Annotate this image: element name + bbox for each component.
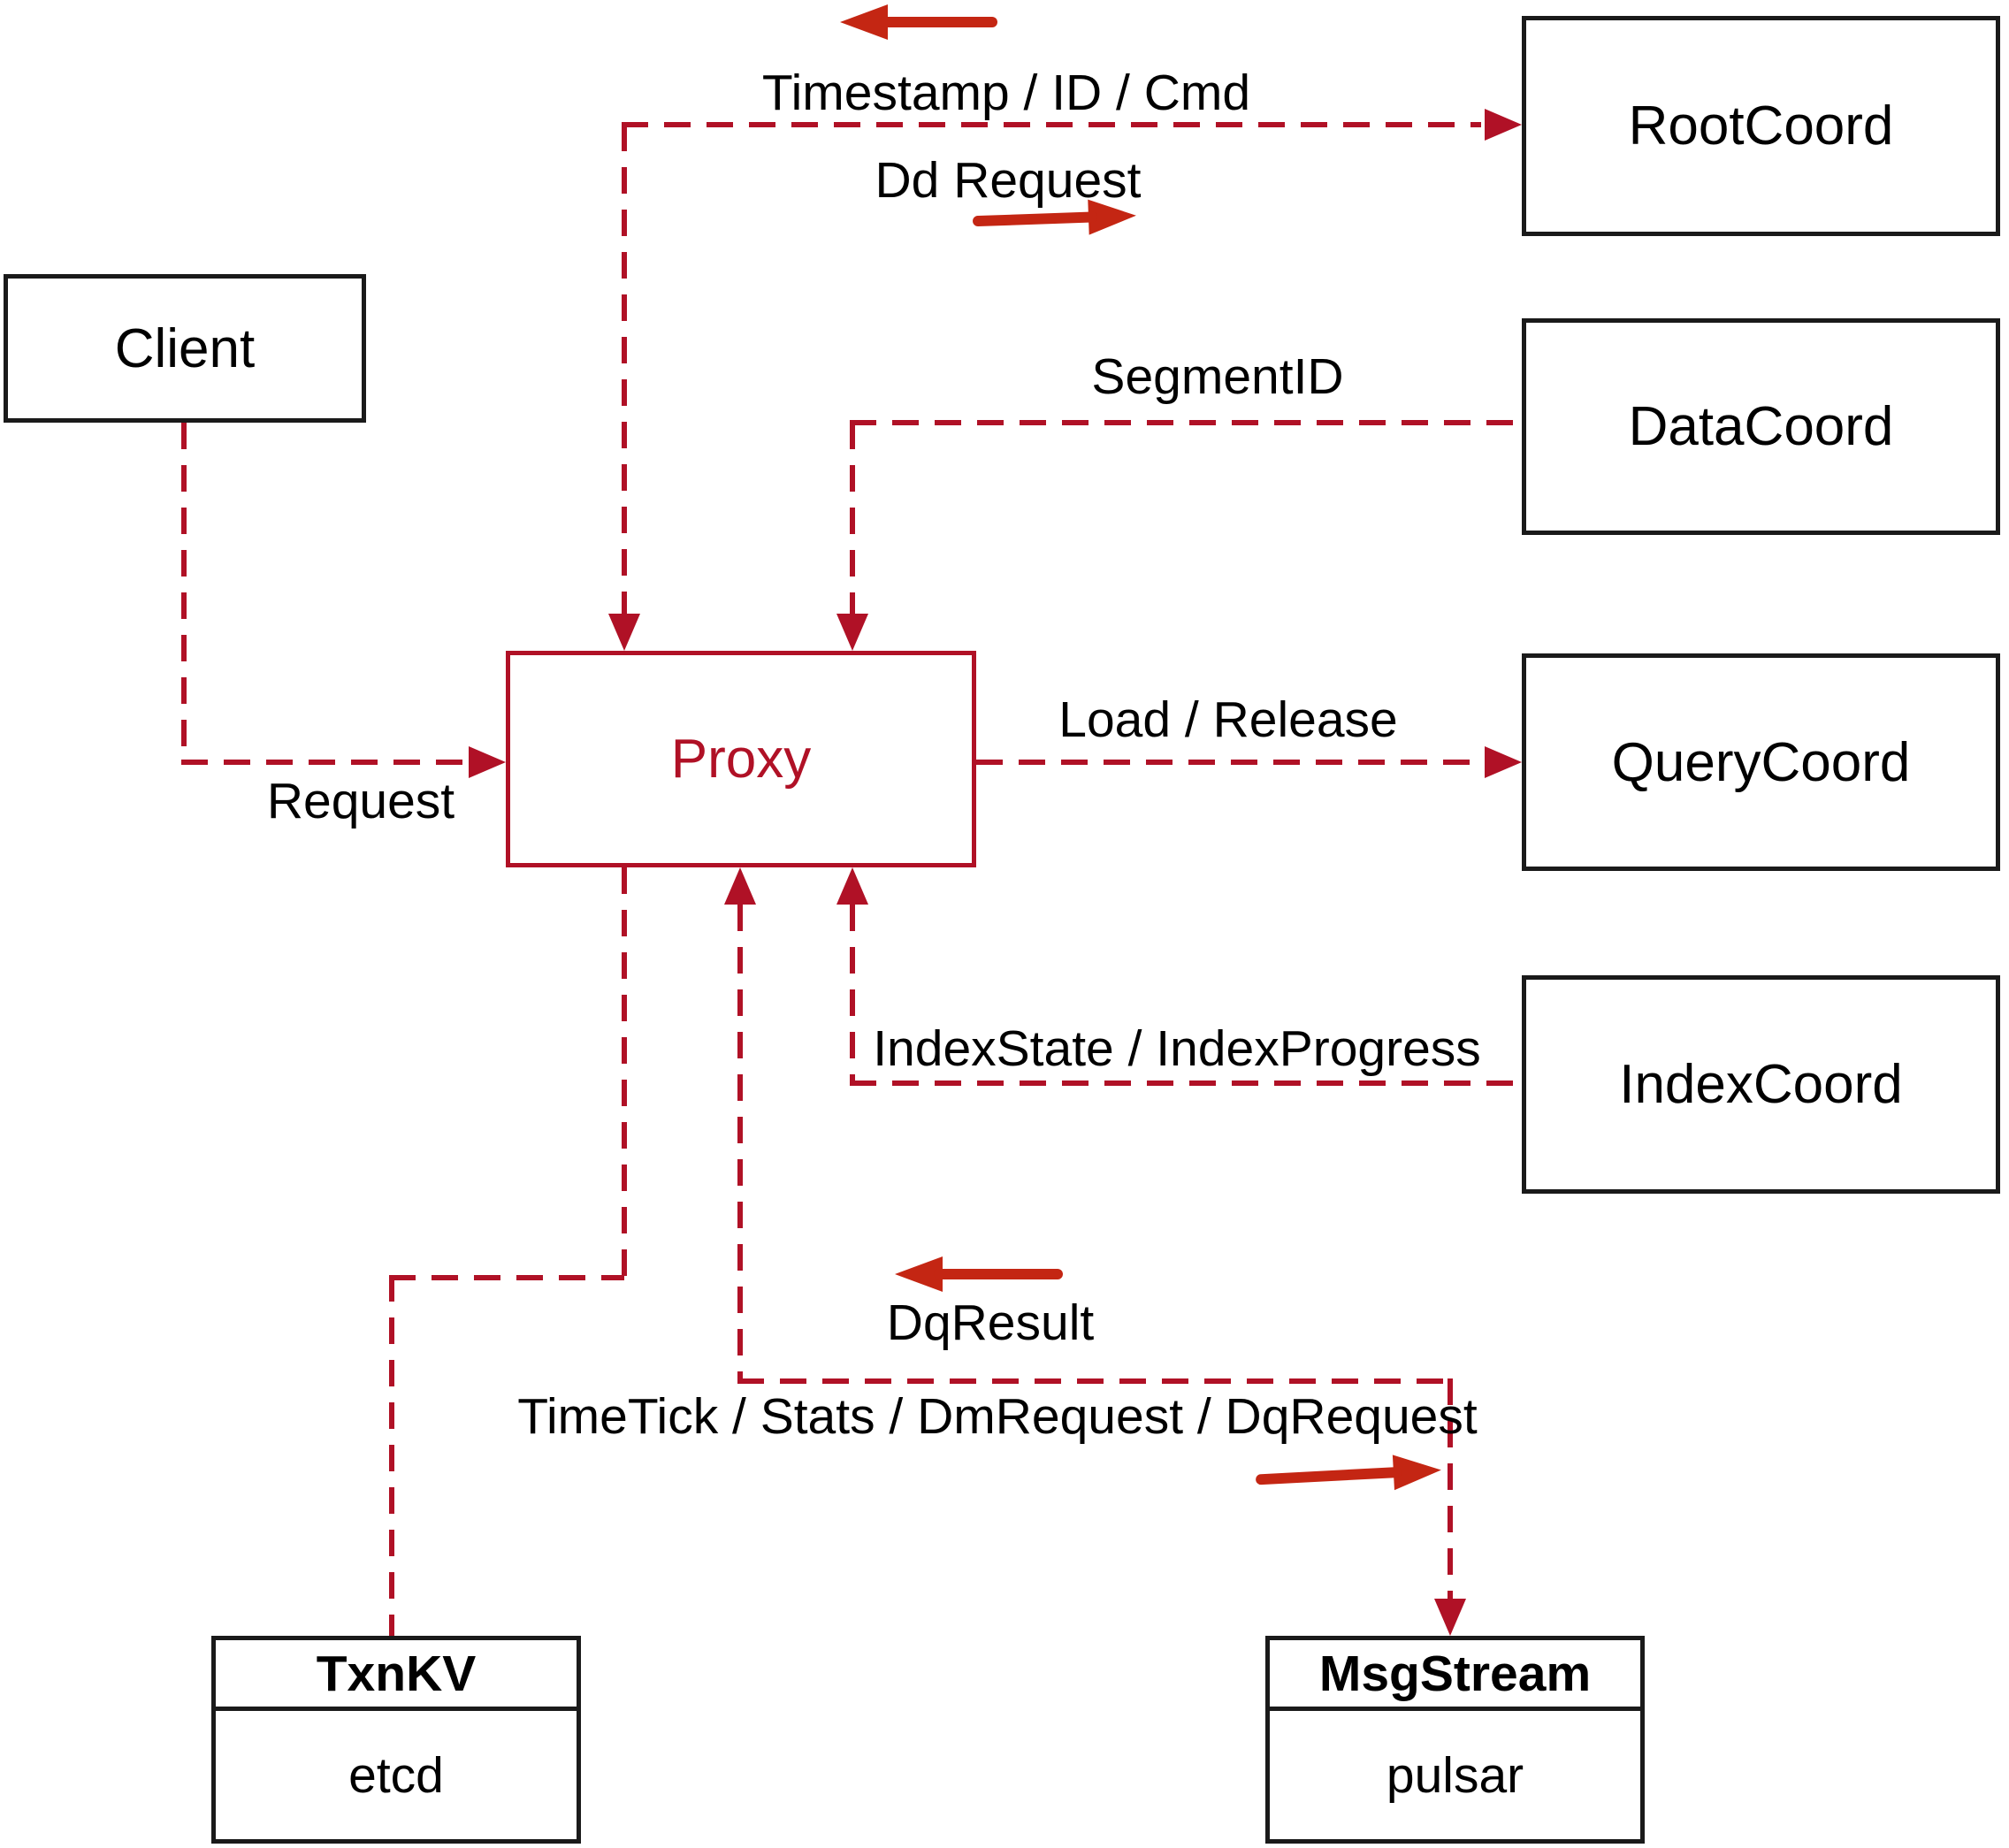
indexcoord-proxy-line-horizontal bbox=[850, 1081, 1522, 1086]
datacoord-proxy-line-horizontal bbox=[850, 420, 1522, 425]
arrow-down-icon bbox=[836, 614, 868, 651]
timestamp-return-arrow bbox=[840, 4, 997, 40]
proxy-msgstream-line-vertical-lower bbox=[1448, 1378, 1453, 1599]
client-proxy-line-vertical bbox=[181, 423, 187, 762]
proxy-querycoord-line-horizontal bbox=[976, 760, 1483, 765]
datacoord-proxy-line-vertical bbox=[850, 423, 855, 617]
datacoord-node: DataCoord bbox=[1522, 318, 2000, 535]
txnkv-node-subtitle: etcd bbox=[348, 1746, 444, 1804]
proxy-txnkv-line-vertical-lower bbox=[389, 1275, 394, 1636]
arrow-down-icon bbox=[608, 614, 640, 651]
arrow-down-icon bbox=[1434, 1599, 1466, 1636]
arrow-tail bbox=[879, 17, 997, 27]
querycoord-node: QueryCoord bbox=[1522, 653, 2000, 871]
proxy-node-label: Proxy bbox=[670, 729, 812, 790]
txnkv-node: TxnKV etcd bbox=[211, 1636, 581, 1844]
proxy-node: Proxy bbox=[506, 651, 976, 867]
proxy-rootcoord-line-vertical bbox=[622, 125, 627, 617]
rootcoord-node: RootCoord bbox=[1522, 16, 2000, 236]
proxy-txnkv-line-horizontal bbox=[389, 1275, 624, 1280]
arrow-right-icon bbox=[469, 746, 506, 778]
arrow-tail bbox=[972, 211, 1098, 227]
edge-label-dd-request: Dd Request bbox=[875, 152, 1142, 209]
txnkv-node-title: TxnKV bbox=[216, 1640, 577, 1711]
proxy-rootcoord-line-horizontal bbox=[622, 122, 1481, 127]
arrow-tail bbox=[934, 1269, 1063, 1279]
indexcoord-proxy-line-vertical bbox=[850, 905, 855, 1083]
arrow-up-icon bbox=[836, 867, 868, 905]
edge-label-index-state-progress: IndexState / IndexProgress bbox=[873, 1020, 1481, 1077]
dqresult-arrow bbox=[895, 1256, 1063, 1292]
client-node-label: Client bbox=[114, 317, 256, 379]
edge-label-dq-result: DqResult bbox=[886, 1294, 1095, 1351]
proxy-msgstream-line-horizontal bbox=[737, 1378, 1453, 1384]
msgstream-node-title: MsgStream bbox=[1270, 1640, 1640, 1711]
edge-label-request: Request bbox=[266, 773, 455, 829]
rootcoord-node-label: RootCoord bbox=[1628, 95, 1894, 157]
arrow-tail bbox=[1255, 1466, 1403, 1485]
indexcoord-node-label: IndexCoord bbox=[1619, 1054, 1903, 1115]
edge-label-load-release: Load / Release bbox=[1058, 691, 1398, 748]
arrow-right-icon bbox=[1485, 746, 1522, 778]
arrow-up-icon bbox=[724, 867, 756, 905]
indexcoord-node: IndexCoord bbox=[1522, 975, 2000, 1194]
proxy-txnkv-line-vertical-upper bbox=[622, 867, 627, 1280]
edge-label-timestamp-id-cmd: Timestamp / ID / Cmd bbox=[761, 65, 1251, 121]
arrow-right-icon bbox=[1485, 109, 1522, 141]
timetick-arrow bbox=[1255, 1452, 1442, 1498]
client-proxy-line-horizontal bbox=[181, 760, 473, 765]
querycoord-node-label: QueryCoord bbox=[1611, 731, 1911, 793]
datacoord-node-label: DataCoord bbox=[1628, 396, 1894, 457]
msgstream-node: MsgStream pulsar bbox=[1265, 1636, 1645, 1844]
proxy-msgstream-line-vertical-upper bbox=[737, 905, 743, 1381]
client-node: Client bbox=[4, 274, 366, 423]
edge-label-segment-id: SegmentID bbox=[1091, 348, 1344, 405]
msgstream-node-subtitle: pulsar bbox=[1386, 1746, 1524, 1804]
edge-label-time-tick: TimeTick / Stats / DmRequest / DqRequest bbox=[517, 1388, 1478, 1445]
